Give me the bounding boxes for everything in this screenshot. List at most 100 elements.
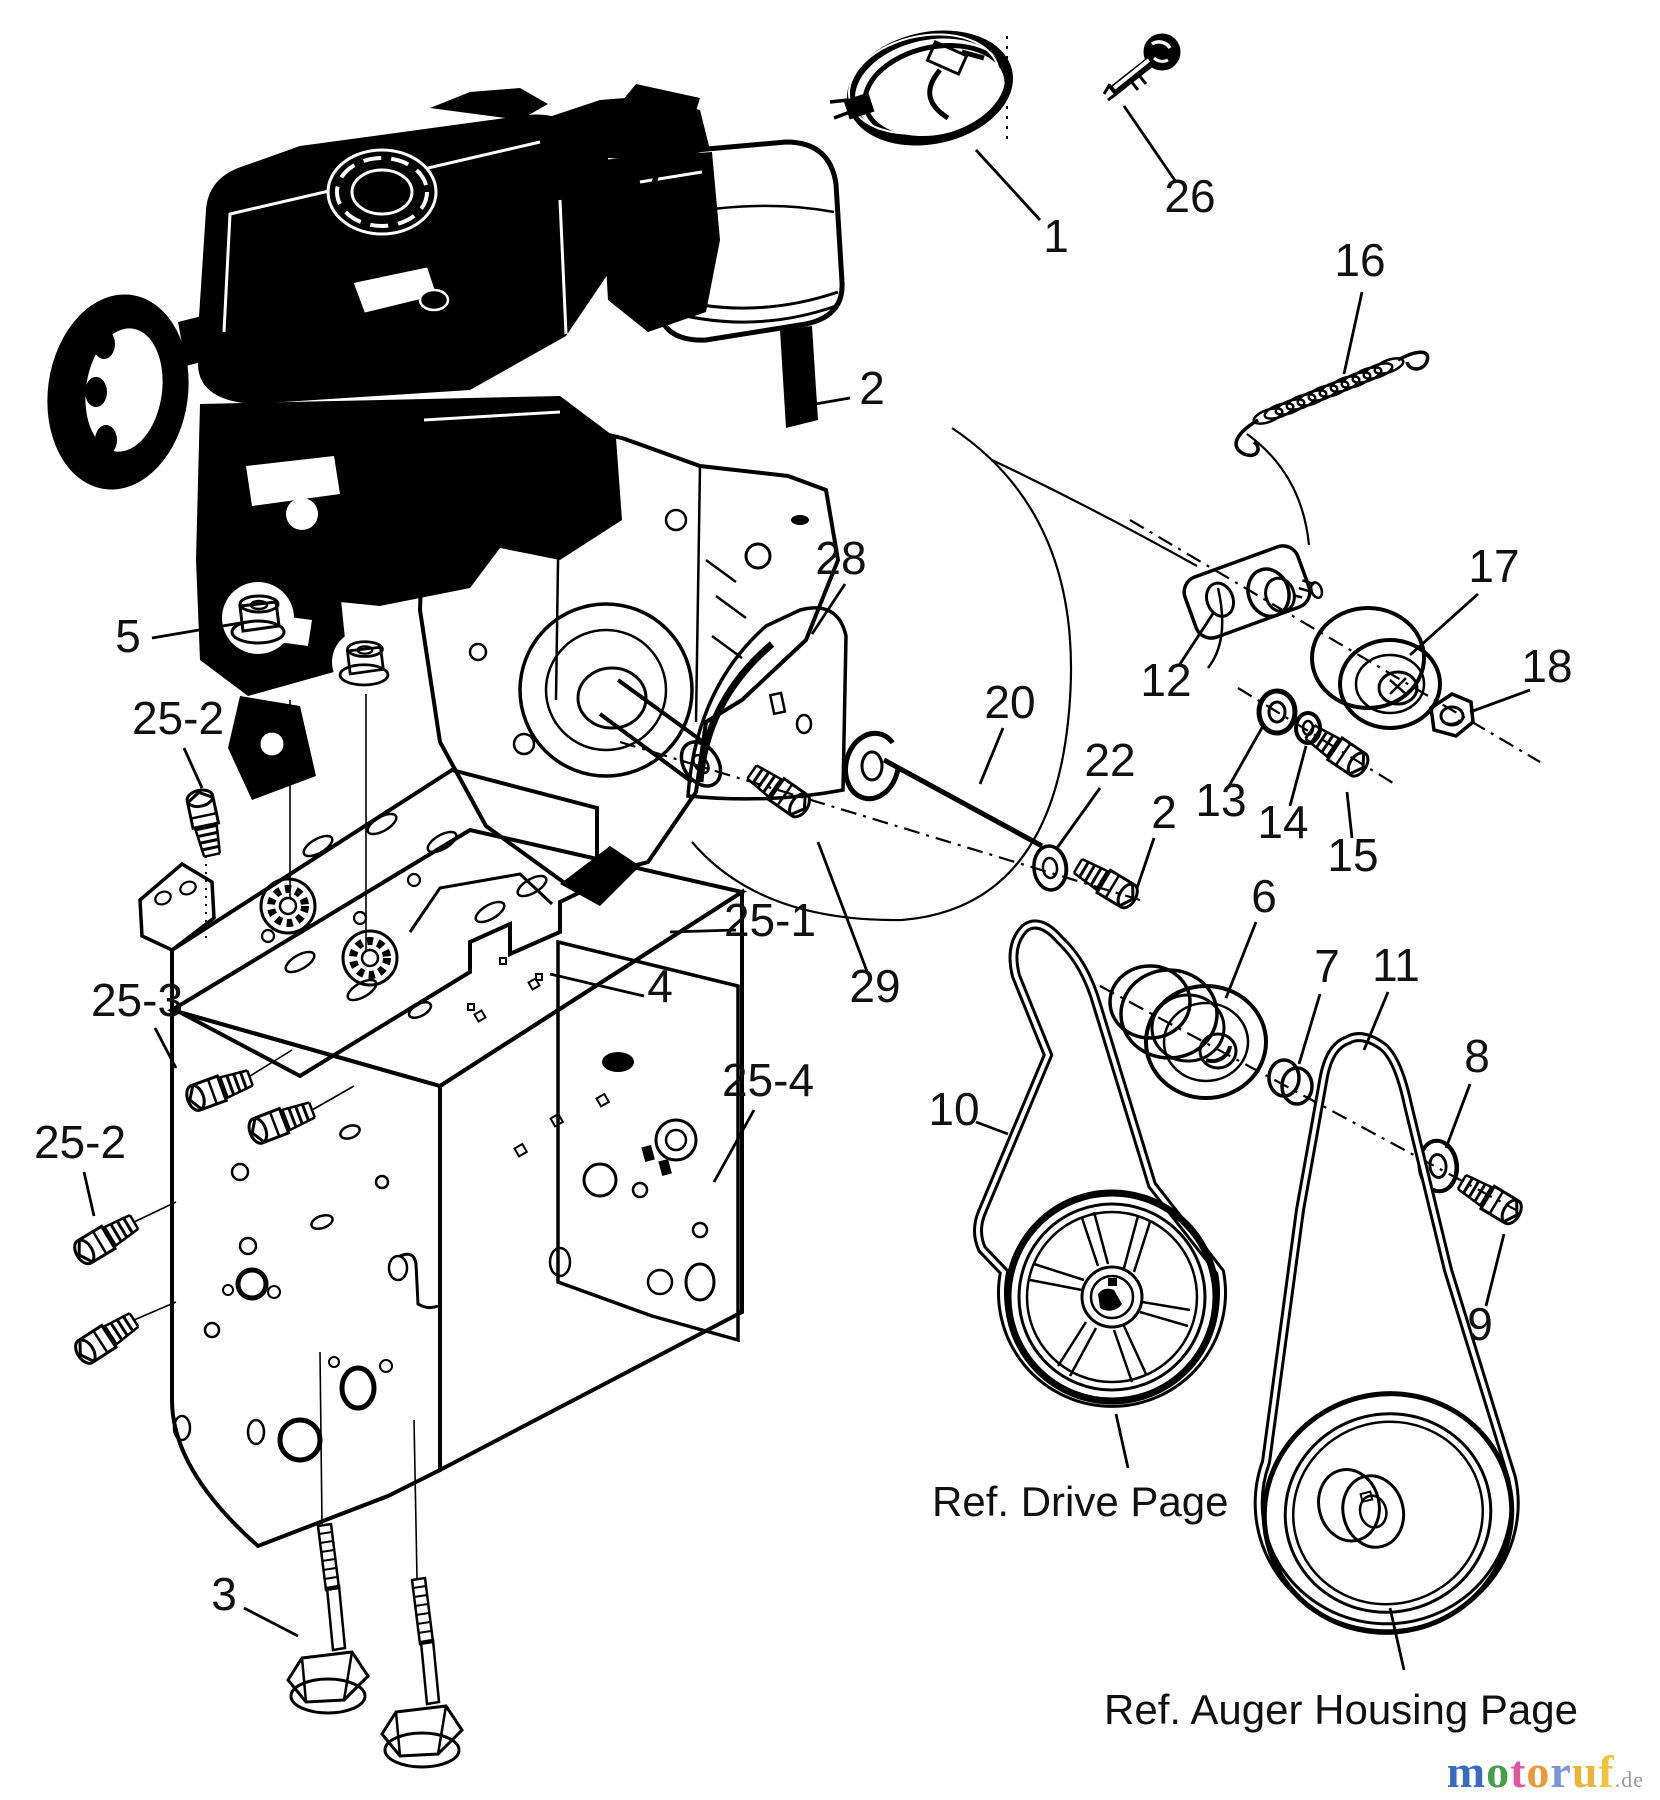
ref-leader	[1388, 1607, 1406, 1671]
bolt-25-3	[244, 1096, 319, 1148]
callout-leader	[1469, 688, 1531, 714]
part-callout-15: 15	[1327, 829, 1378, 881]
ignition-key	[1102, 33, 1181, 102]
callout-leader	[549, 972, 645, 998]
part-callout-28: 28	[815, 532, 866, 584]
callout-leader	[978, 727, 1005, 785]
flat-washer-29	[843, 730, 901, 802]
logo-letter: o	[1526, 1746, 1551, 1797]
callout-leader	[1178, 611, 1216, 665]
part-callout-25-3: 25-3	[91, 974, 183, 1026]
logo-letter: u	[1571, 1746, 1599, 1797]
part-callout-9: 9	[1467, 1298, 1493, 1350]
part-callout-16: 16	[1334, 234, 1385, 286]
part-callout-25-1: 25-1	[724, 894, 816, 946]
idler-washer-13	[1256, 688, 1298, 736]
logo-letter: o	[1486, 1746, 1511, 1797]
logo-letter: t	[1510, 1746, 1527, 1797]
part-callout-8: 8	[1464, 1030, 1490, 1082]
rod-20	[882, 757, 1044, 849]
part-callout-10: 10	[928, 1083, 979, 1135]
logo-suffix: .de	[1614, 1767, 1644, 1792]
logo-letter: m	[1446, 1746, 1487, 1797]
callout-leader	[1484, 1233, 1506, 1307]
part-callout-12: 12	[1140, 654, 1191, 706]
callout-leader	[1224, 921, 1258, 999]
bolt-9	[1453, 1169, 1527, 1229]
callout-leader	[669, 928, 737, 934]
logo-letter: r	[1550, 1746, 1572, 1797]
callout-leader	[1342, 291, 1364, 375]
callout-leader	[975, 1120, 1009, 1136]
part-callout-3: 3	[211, 1568, 237, 1620]
idler-bracket	[1182, 544, 1324, 640]
callout-leader	[712, 1109, 756, 1183]
callout-leader	[791, 396, 851, 410]
bolt-25-2	[70, 1307, 143, 1369]
callout-leader	[810, 583, 847, 635]
muffler	[648, 139, 845, 428]
idler-washer-14	[1294, 711, 1322, 745]
part-callout-17: 17	[1468, 540, 1519, 592]
callout-leader	[974, 149, 1042, 221]
part-callout-5: 5	[115, 610, 141, 662]
lock-washer	[259, 877, 317, 935]
callout-leader	[243, 1606, 299, 1638]
gas-cap	[326, 148, 438, 236]
frame-box	[167, 827, 748, 1549]
fuel-tank	[198, 114, 612, 404]
callout-leader	[1297, 993, 1322, 1065]
part-callout-14: 14	[1257, 796, 1308, 848]
auger-belt	[1253, 1032, 1520, 1633]
callout-leader	[1288, 745, 1308, 807]
part-callout-25-4: 25-4	[722, 1054, 814, 1106]
engine-illustration	[47, 84, 845, 906]
idler-nut	[1429, 692, 1475, 738]
callout-leader	[153, 1027, 178, 1069]
part-callout-25-2: 25-2	[132, 692, 224, 744]
bolt-25-2	[184, 786, 227, 860]
power-cord	[829, 30, 1013, 146]
belt-guard	[686, 606, 848, 801]
motoruf-logo: motoruf.de	[1447, 1745, 1644, 1798]
drive-pulley-hub	[1089, 1274, 1135, 1320]
callout-leader	[1444, 1083, 1472, 1149]
part-callout-26: 26	[1164, 170, 1215, 222]
bolt-2	[1069, 853, 1143, 913]
bolt-25-2	[69, 1209, 143, 1269]
tension-spring	[1234, 350, 1430, 457]
bolt-25-3	[182, 1064, 256, 1115]
part-callout-2: 2	[859, 362, 885, 414]
bracket-cable-curve	[1207, 587, 1224, 669]
drive-pulley	[1004, 1189, 1220, 1405]
ref-leader	[1114, 1413, 1130, 1469]
engine-pulley	[1108, 964, 1268, 1100]
part-callout-18: 18	[1521, 640, 1572, 692]
callout-leader	[816, 841, 870, 975]
auger-pulley	[1261, 1391, 1515, 1635]
callout-leader	[1409, 592, 1479, 657]
ref-text: Ref. Drive Page	[932, 1478, 1228, 1525]
callout-leader	[82, 1171, 96, 1217]
part-callout-2: 2	[1151, 786, 1177, 838]
spacer-7	[1267, 1058, 1314, 1106]
part-callout-4: 4	[647, 960, 673, 1012]
part-callout-22: 22	[1084, 734, 1135, 786]
callout-leader	[1055, 787, 1102, 849]
part-callout-7: 7	[1314, 940, 1340, 992]
callout-leader	[1362, 991, 1390, 1051]
callout-leader	[1227, 725, 1265, 787]
callout-leader	[182, 747, 204, 789]
callout-leader	[151, 620, 247, 640]
frame-plate-25-4	[556, 939, 740, 1343]
idler-pulley	[1310, 606, 1442, 730]
carriage-bolt-3	[286, 1522, 370, 1715]
frame-plate-25-1	[138, 767, 599, 1079]
part-callout-29: 29	[849, 960, 900, 1012]
part-callout-1: 1	[1043, 210, 1069, 262]
logo-letter: f	[1598, 1746, 1615, 1797]
part-callout-11: 11	[1372, 939, 1420, 991]
carriage-bolt-3	[380, 1576, 464, 1769]
